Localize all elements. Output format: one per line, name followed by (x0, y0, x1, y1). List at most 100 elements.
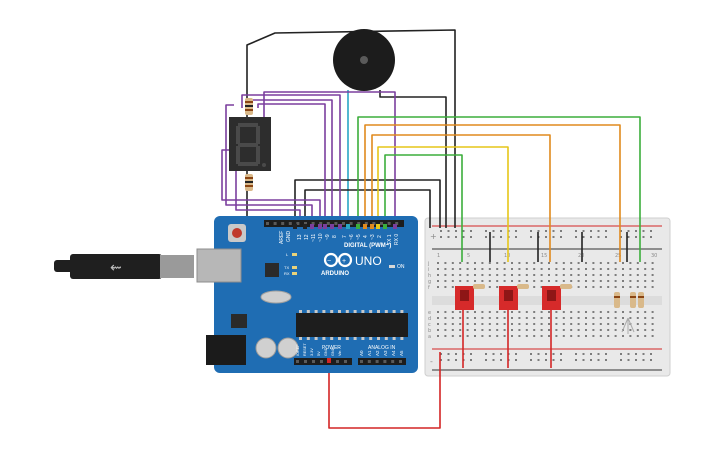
row-letter: h (428, 273, 431, 279)
resistor-band (630, 296, 636, 298)
analog-header (358, 358, 406, 365)
wire-purple-5[interactable] (257, 103, 326, 228)
breadboard-hole (622, 311, 624, 313)
breadboard-hole (444, 323, 447, 325)
rail-hole (620, 236, 622, 238)
breadboard-hole (577, 280, 580, 282)
breadboard-hole (466, 268, 469, 270)
breadboard-hole (629, 286, 632, 288)
rail-hole (560, 353, 562, 355)
rail-hole (642, 353, 645, 355)
display-resistor-bottom[interactable] (245, 174, 253, 191)
switch-slider[interactable] (504, 290, 513, 301)
on-led-label: ON (397, 264, 405, 270)
breadboard-hole (585, 286, 587, 288)
rail-hole (455, 359, 457, 361)
slide-switch-3[interactable] (542, 284, 572, 310)
rail-hole (470, 236, 472, 238)
seven-segment-display[interactable] (229, 98, 271, 191)
breadboard-hole (474, 311, 476, 313)
breadboard-column-numbers: 1 5 10 15 20 25 30 (437, 253, 657, 259)
breadboard-hole (585, 335, 587, 337)
header-hole (380, 222, 383, 225)
usb-cable[interactable]: ⇜ (54, 254, 194, 279)
rail-hole (447, 230, 450, 232)
rail-hole (597, 230, 600, 232)
wire-green-long[interactable] (357, 116, 641, 262)
breadboard-hole (459, 280, 462, 282)
column-number: 5 (467, 253, 470, 259)
breadboard-resistors[interactable] (614, 292, 644, 334)
rail-hole (440, 353, 442, 355)
segment-e (236, 146, 240, 164)
wire-orange-mid[interactable] (371, 134, 551, 262)
wire-black-gnd-1[interactable] (294, 179, 441, 228)
column-number: 20 (578, 253, 584, 259)
breadboard-hole (548, 280, 550, 282)
wire-red-5v[interactable] (328, 352, 441, 429)
wire-yellow[interactable] (377, 146, 509, 262)
breadboard-hole (585, 317, 587, 319)
breadboard-hole (444, 286, 447, 288)
reset-button[interactable] (232, 228, 242, 238)
breadboard-hole (540, 311, 543, 313)
pin-label: ~5 (356, 234, 362, 240)
rail-hole (575, 236, 577, 238)
breadboard-hole (548, 311, 550, 313)
rail-hole (545, 359, 547, 361)
breadboard-hole (629, 268, 632, 270)
breadboard-hole (533, 323, 536, 325)
switch-resistor (517, 284, 529, 289)
wire-purple-3[interactable] (241, 94, 341, 228)
rail-hole (552, 236, 555, 238)
breadboard-hole (614, 311, 617, 313)
rail-hole (530, 353, 532, 355)
switch-slider[interactable] (460, 290, 469, 301)
breadboard-hole (518, 268, 521, 270)
breadboard-hole (437, 323, 439, 325)
breadboard-hole (518, 335, 521, 337)
pin-label: ~6 (349, 234, 355, 240)
breadboard-hole (533, 329, 536, 331)
breadboard-hole (548, 317, 550, 319)
wire-purple-2[interactable] (225, 104, 313, 228)
chip-pin (369, 337, 373, 340)
breadboard-hole (644, 280, 647, 282)
breadboard-hole (466, 335, 469, 337)
arduino-uno[interactable]: AREF GND 13 12 ~11 ~10 ~9 8 7 ~6 ~5 4 ~3… (196, 216, 418, 373)
breadboard-hole (518, 280, 521, 282)
rail-minus-label: - (430, 357, 433, 366)
breadboard-hole (533, 335, 536, 337)
breadboard-hole (651, 323, 654, 325)
pin-end (393, 224, 397, 229)
slide-switch-2[interactable] (499, 284, 529, 310)
wire-orange-long[interactable] (364, 124, 621, 262)
wire-purple-1[interactable] (221, 149, 321, 228)
wire-black-buzzer[interactable] (379, 90, 447, 228)
breadboard-hole (629, 335, 632, 337)
pin-end (323, 224, 327, 229)
display-resistor-top[interactable] (245, 98, 253, 115)
breadboard-hole (622, 274, 624, 276)
piezo-buzzer[interactable] (333, 29, 395, 91)
header-hole (399, 360, 402, 363)
breadboard-hole (607, 274, 610, 276)
chip-pin (377, 337, 380, 340)
breadboard-hole (644, 323, 647, 325)
breadboard-hole (555, 274, 558, 276)
wire-green-short[interactable] (384, 154, 463, 262)
display-segments (236, 123, 266, 167)
breadboard-hole (444, 268, 447, 270)
rail-hole (537, 230, 540, 232)
wire-purple-7[interactable] (263, 91, 396, 228)
breadboard-hole (451, 335, 454, 337)
chip-pin (322, 337, 326, 340)
switch-resistor (560, 284, 572, 289)
breadboard-hole (599, 268, 602, 270)
wire-black-gnd-2[interactable] (304, 189, 431, 228)
rail-hole (552, 230, 555, 232)
row-letter: i (428, 267, 429, 273)
switch-slider[interactable] (547, 290, 556, 301)
slide-switch-1[interactable] (455, 284, 485, 310)
rail-plus-label: + (430, 232, 437, 241)
